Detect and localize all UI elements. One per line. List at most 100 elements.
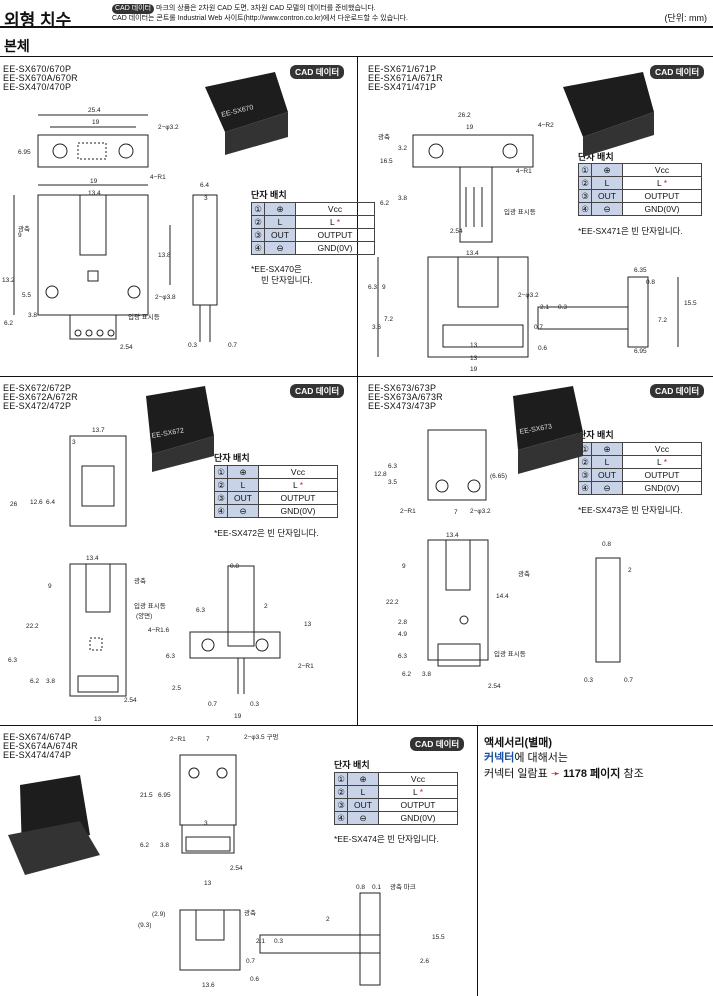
panel1-cad-button[interactable]: CAD 데이터 bbox=[290, 65, 345, 79]
unit-label: (단위: mm) bbox=[664, 13, 707, 23]
pin-row: ④⊖GND(0V) bbox=[251, 241, 375, 255]
svg-text:6.3: 6.3 bbox=[398, 653, 407, 660]
svg-text:6.2: 6.2 bbox=[30, 678, 39, 685]
svg-text:2.54: 2.54 bbox=[488, 683, 501, 690]
grid-divider-row2 bbox=[0, 725, 713, 726]
accessory-ref[interactable]: 커넥터 일람표 ➛ 1178 페이지 참조 bbox=[484, 768, 644, 780]
panel2-cad-button[interactable]: CAD 데이터 bbox=[650, 65, 705, 79]
svg-text:6.4: 6.4 bbox=[46, 499, 55, 506]
panel4-cad-button[interactable]: CAD 데이터 bbox=[650, 384, 705, 398]
svg-text:2.54: 2.54 bbox=[120, 344, 133, 351]
pin-num: ③ bbox=[251, 228, 265, 242]
grid-divider-bottom bbox=[477, 725, 478, 996]
pin-name: GND(0V) bbox=[295, 241, 375, 255]
svg-text:3.8: 3.8 bbox=[398, 195, 407, 202]
panel3-note: *EE-SX472은 빈 단자입니다. bbox=[214, 528, 319, 538]
model-name: EE-SX470/470P bbox=[3, 82, 72, 92]
model-name: EE-SX474/474P bbox=[3, 750, 72, 760]
svg-text:0.3: 0.3 bbox=[274, 938, 283, 945]
pin-symbol: L bbox=[591, 176, 623, 190]
svg-text:3.6: 3.6 bbox=[372, 324, 381, 331]
svg-text:2−φ3.5 구멍: 2−φ3.5 구멍 bbox=[244, 732, 278, 741]
svg-text:13: 13 bbox=[94, 716, 102, 723]
svg-text:13: 13 bbox=[204, 880, 212, 887]
svg-text:25.4: 25.4 bbox=[88, 107, 101, 114]
panel4-note: *EE-SX473은 빈 단자입니다. bbox=[578, 505, 683, 515]
panel1-pin-header: 단자 배치 bbox=[251, 190, 287, 200]
svg-text:0.3: 0.3 bbox=[558, 304, 567, 311]
section-rule bbox=[0, 56, 713, 57]
svg-text:12.8: 12.8 bbox=[374, 471, 387, 478]
svg-text:0.8: 0.8 bbox=[230, 563, 239, 570]
pin-name: GND(0V) bbox=[622, 202, 702, 216]
svg-text:2.6: 2.6 bbox=[420, 958, 429, 965]
svg-text:광축 마크: 광축 마크 bbox=[390, 882, 416, 891]
svg-text:13.4: 13.4 bbox=[446, 532, 459, 539]
svg-text:3.2: 3.2 bbox=[398, 145, 407, 152]
panel3-models: EE-SX672/672P EE-SX672A/672R EE-SX472/47… bbox=[3, 384, 78, 411]
svg-text:입광 표시등: 입광 표시등 bbox=[504, 208, 536, 216]
svg-text:6.95: 6.95 bbox=[18, 149, 31, 156]
top-view-body bbox=[37, 134, 149, 168]
svg-text:26.2: 26.2 bbox=[458, 112, 471, 119]
sensor-product-image: EE-SX670 bbox=[205, 72, 288, 155]
accessory-heading: 액세서리(별매) bbox=[484, 737, 553, 749]
svg-text:광축: 광축 bbox=[378, 132, 390, 141]
panel2-note: *EE-SX471은 빈 단자입니다. bbox=[578, 226, 683, 236]
panel5-cad-button[interactable]: CAD 데이터 bbox=[410, 737, 465, 751]
svg-text:13: 13 bbox=[304, 621, 312, 628]
svg-text:3.8: 3.8 bbox=[28, 312, 37, 319]
panel3-cad-button[interactable]: CAD 데이터 bbox=[290, 384, 345, 398]
svg-text:3.8: 3.8 bbox=[160, 842, 169, 849]
svg-text:0.8: 0.8 bbox=[646, 279, 655, 286]
grid-divider-row1 bbox=[0, 376, 713, 377]
sensor-product-image bbox=[8, 775, 100, 875]
panel3-pin-header: 단자 배치 bbox=[214, 453, 250, 463]
pin-num: ④ bbox=[214, 504, 228, 518]
model-name: EE-SX670/670P bbox=[3, 64, 72, 74]
section-title: 본체 bbox=[4, 38, 30, 54]
svg-text:광축: 광축 bbox=[244, 908, 256, 917]
svg-text:9: 9 bbox=[402, 563, 406, 570]
svg-text:2.54: 2.54 bbox=[450, 228, 463, 235]
svg-text:13.8: 13.8 bbox=[158, 252, 171, 259]
pin-symbol: OUT bbox=[591, 189, 623, 203]
svg-text:26: 26 bbox=[10, 501, 18, 508]
svg-text:6.2: 6.2 bbox=[140, 842, 149, 849]
svg-text:0.3: 0.3 bbox=[250, 701, 259, 708]
svg-text:6.3: 6.3 bbox=[8, 657, 17, 664]
pin-num: ① bbox=[334, 772, 348, 786]
svg-text:0.6: 0.6 bbox=[538, 345, 547, 352]
svg-text:2−R1: 2−R1 bbox=[400, 508, 416, 515]
svg-text:13.4: 13.4 bbox=[86, 555, 99, 562]
svg-text:3.5: 3.5 bbox=[388, 479, 397, 486]
pin-symbol: ⊖ bbox=[347, 811, 379, 825]
svg-text:19: 19 bbox=[92, 119, 100, 126]
pin-symbol: ⊖ bbox=[591, 481, 623, 495]
model-name: EE-SX671A/671R bbox=[368, 73, 443, 83]
svg-text:0.1: 0.1 bbox=[372, 884, 381, 891]
svg-text:6.2: 6.2 bbox=[4, 320, 13, 327]
model-name: EE-SX670A/670R bbox=[3, 73, 78, 83]
svg-text:13.4: 13.4 bbox=[88, 190, 101, 197]
pin-symbol: OUT bbox=[347, 798, 379, 812]
pin-name: GND(0V) bbox=[622, 481, 702, 495]
svg-text:2−R1: 2−R1 bbox=[298, 663, 314, 670]
svg-text:(6.65): (6.65) bbox=[490, 473, 507, 480]
page-title: 외형 치수 bbox=[4, 11, 72, 30]
svg-text:14.4: 14.4 bbox=[496, 593, 509, 600]
svg-text:21.5: 21.5 bbox=[140, 792, 153, 799]
svg-text:19: 19 bbox=[466, 124, 474, 131]
model-name: EE-SX672/672P bbox=[3, 383, 72, 393]
svg-text:6.95: 6.95 bbox=[634, 348, 647, 355]
panel1-models: EE-SX670/670P EE-SX670A/670R EE-SX470/47… bbox=[3, 65, 78, 92]
page-link[interactable]: 1178 페이지 bbox=[563, 768, 621, 780]
svg-text:2.8: 2.8 bbox=[398, 619, 407, 626]
panel4-pin-header: 단자 배치 bbox=[578, 430, 614, 440]
svg-text:(9.3): (9.3) bbox=[138, 922, 151, 929]
model-name: EE-SX674/674P bbox=[3, 732, 72, 742]
svg-text:13.4: 13.4 bbox=[466, 250, 479, 257]
